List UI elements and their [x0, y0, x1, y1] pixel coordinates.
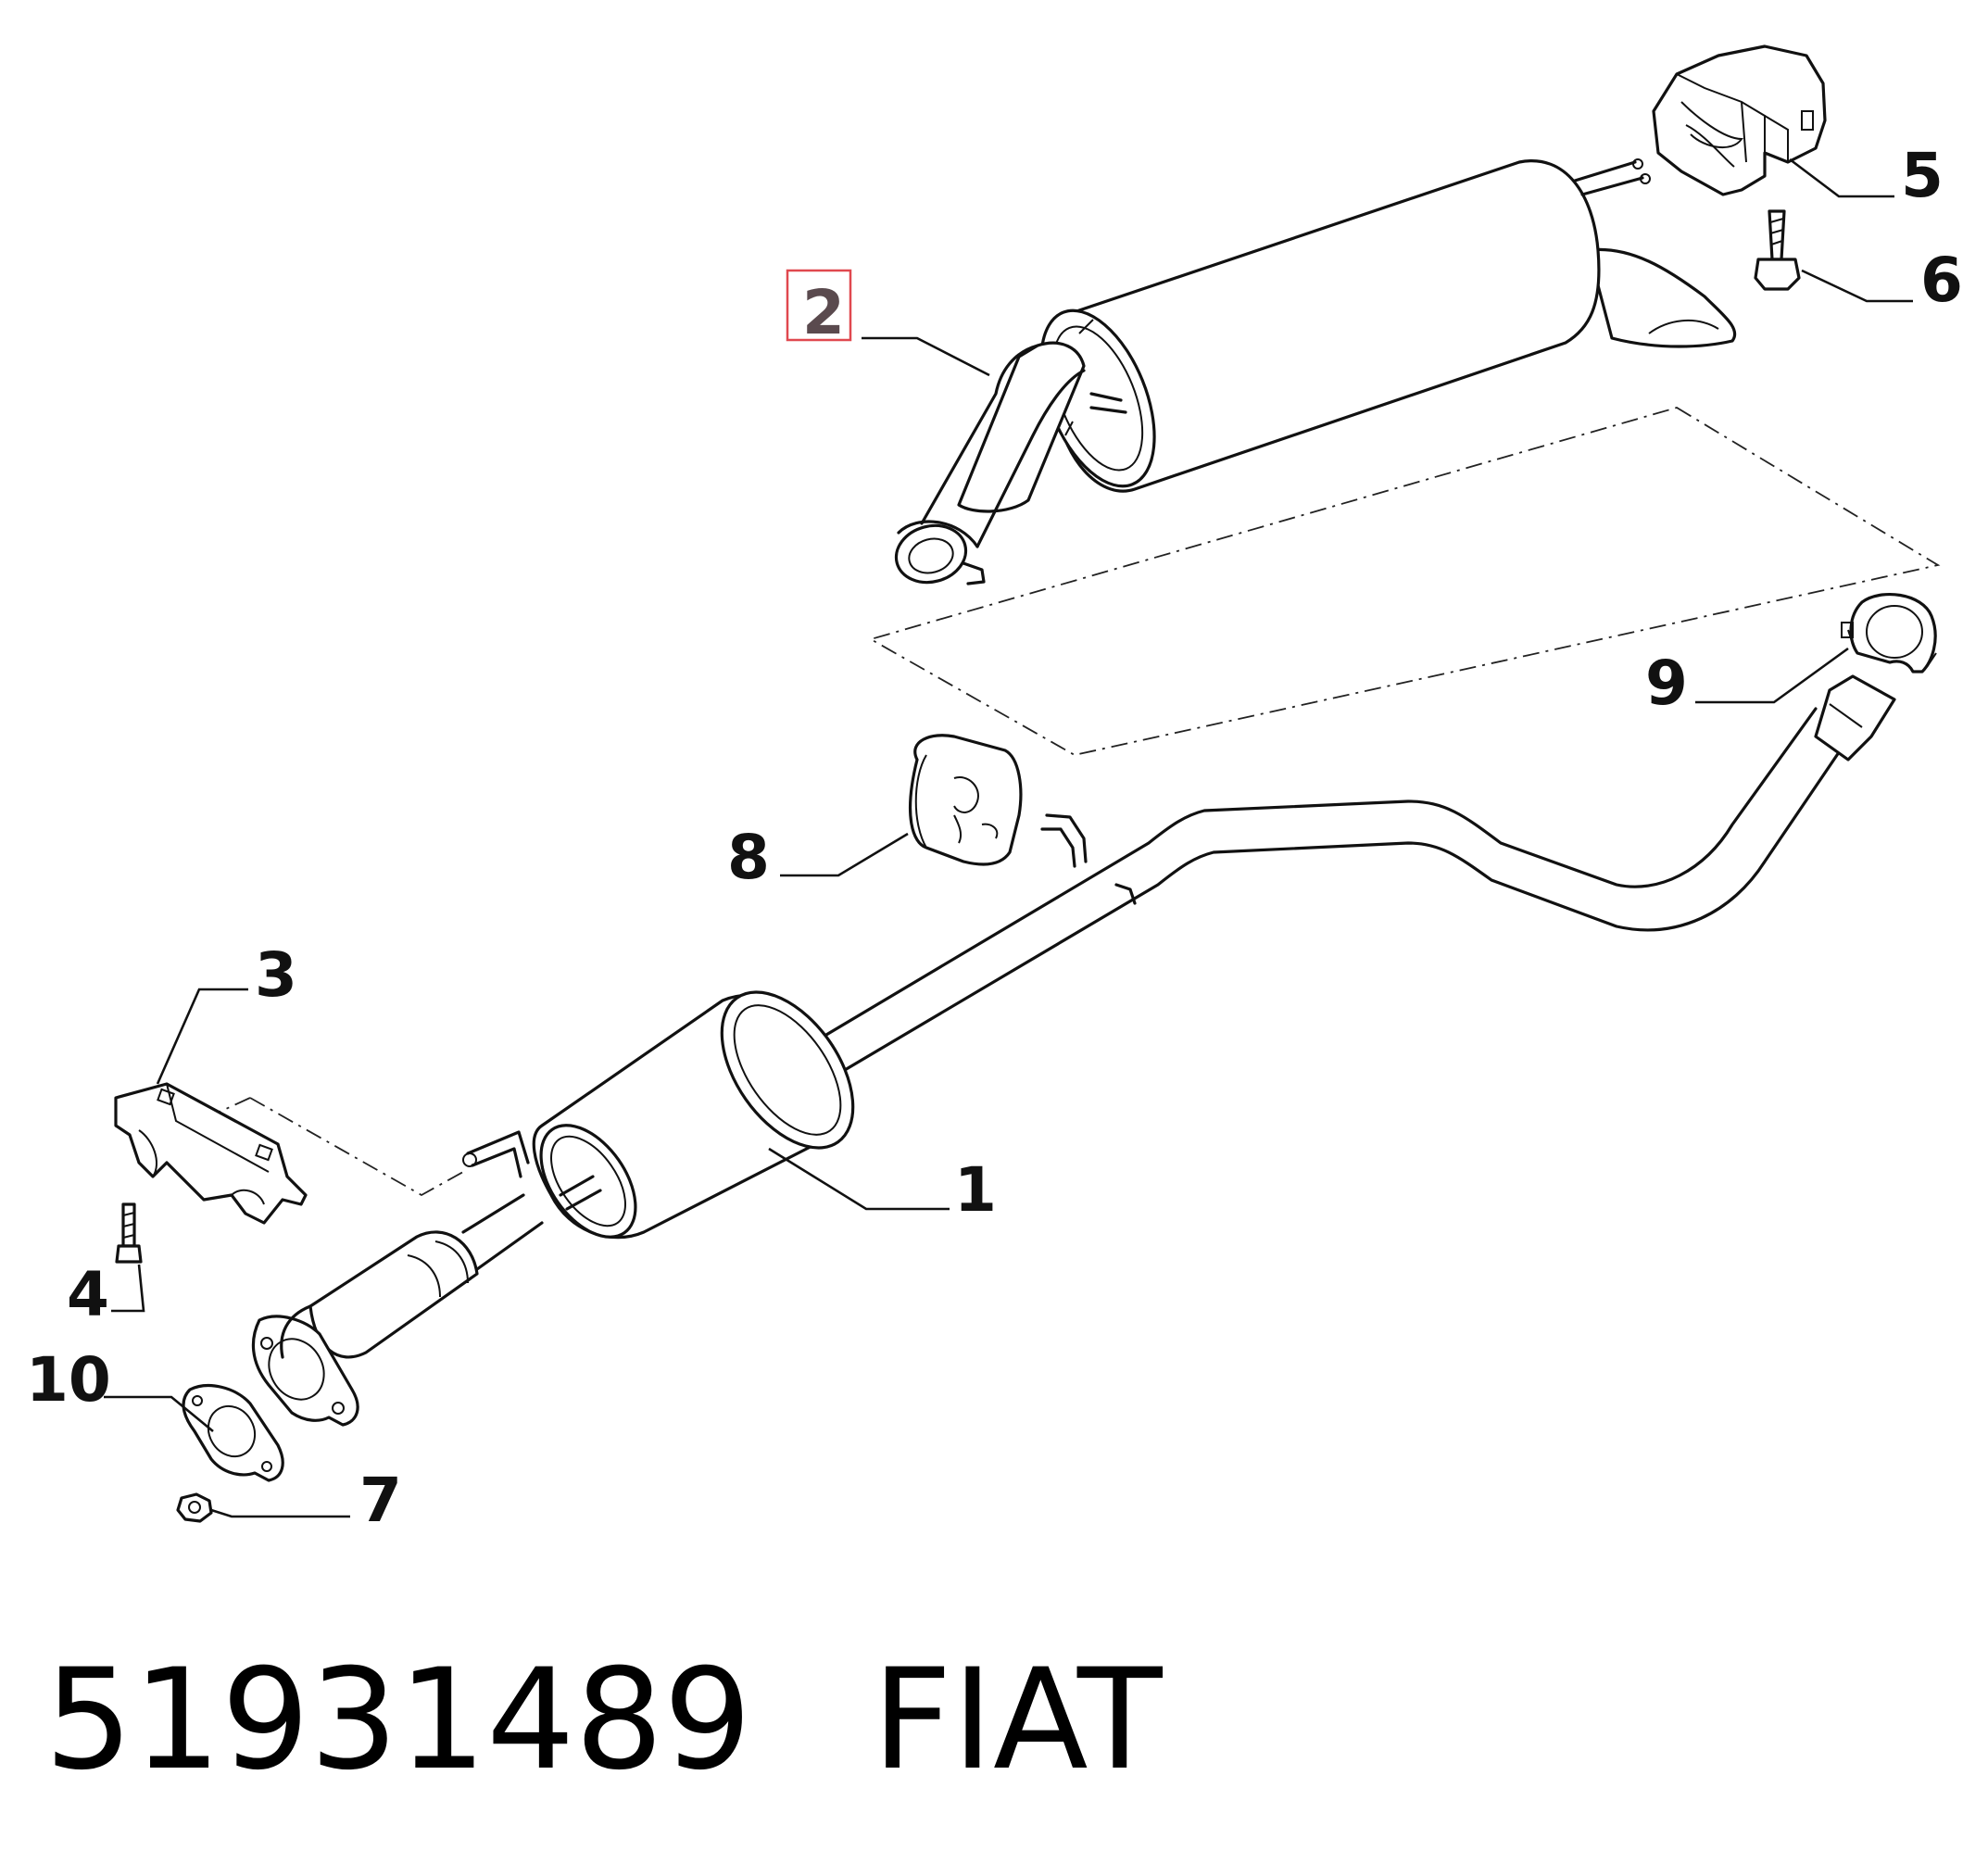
callout-2-highlight-box	[786, 269, 852, 342]
part-number: 51931489	[44, 1640, 752, 1801]
brand-name: FIAT	[872, 1640, 1163, 1801]
leader-line-9	[1695, 647, 1849, 704]
rear-mount-bracket-part-5[interactable]	[1652, 44, 1827, 196]
callout-4: 4	[67, 1259, 109, 1330]
part-caption: 51931489 FIAT	[44, 1640, 1163, 1801]
callout-3: 3	[255, 939, 297, 1011]
front-pipe-assembly-part-1[interactable]	[251, 674, 1896, 1427]
callout-1: 1	[954, 1154, 997, 1226]
leader-line-1	[768, 1147, 950, 1211]
leader-line-6	[1801, 269, 1913, 303]
callout-2[interactable]: 2	[802, 277, 845, 348]
leader-line-8	[780, 832, 909, 877]
bolt-part-6[interactable]	[1754, 209, 1801, 291]
callout-6: 6	[1920, 245, 1963, 316]
callout-10: 10	[26, 1344, 111, 1416]
leader-line-5	[1789, 157, 1894, 198]
heat-shield-part-3[interactable]	[114, 1082, 308, 1225]
pipe-clamp-part-9[interactable]	[1841, 593, 1937, 673]
callout-9: 9	[1645, 648, 1688, 719]
screw-part-4[interactable]	[115, 1202, 143, 1264]
leader-line-3	[156, 988, 248, 1085]
rear-assembly-boundary	[868, 407, 1941, 756]
leader-line-2	[862, 336, 990, 377]
callout-8: 8	[727, 822, 770, 893]
leader-line-10	[104, 1395, 214, 1433]
callout-5: 5	[1901, 140, 1944, 211]
rubber-hanger-part-8[interactable]	[908, 734, 1023, 866]
leader-line-7	[210, 1508, 350, 1518]
leader-line-4	[111, 1264, 145, 1313]
gasket-part-10[interactable]	[182, 1384, 284, 1482]
callout-7: 7	[359, 1465, 402, 1536]
nut-part-7[interactable]	[176, 1492, 213, 1523]
rear-silencer-part-2[interactable]	[890, 158, 1737, 590]
